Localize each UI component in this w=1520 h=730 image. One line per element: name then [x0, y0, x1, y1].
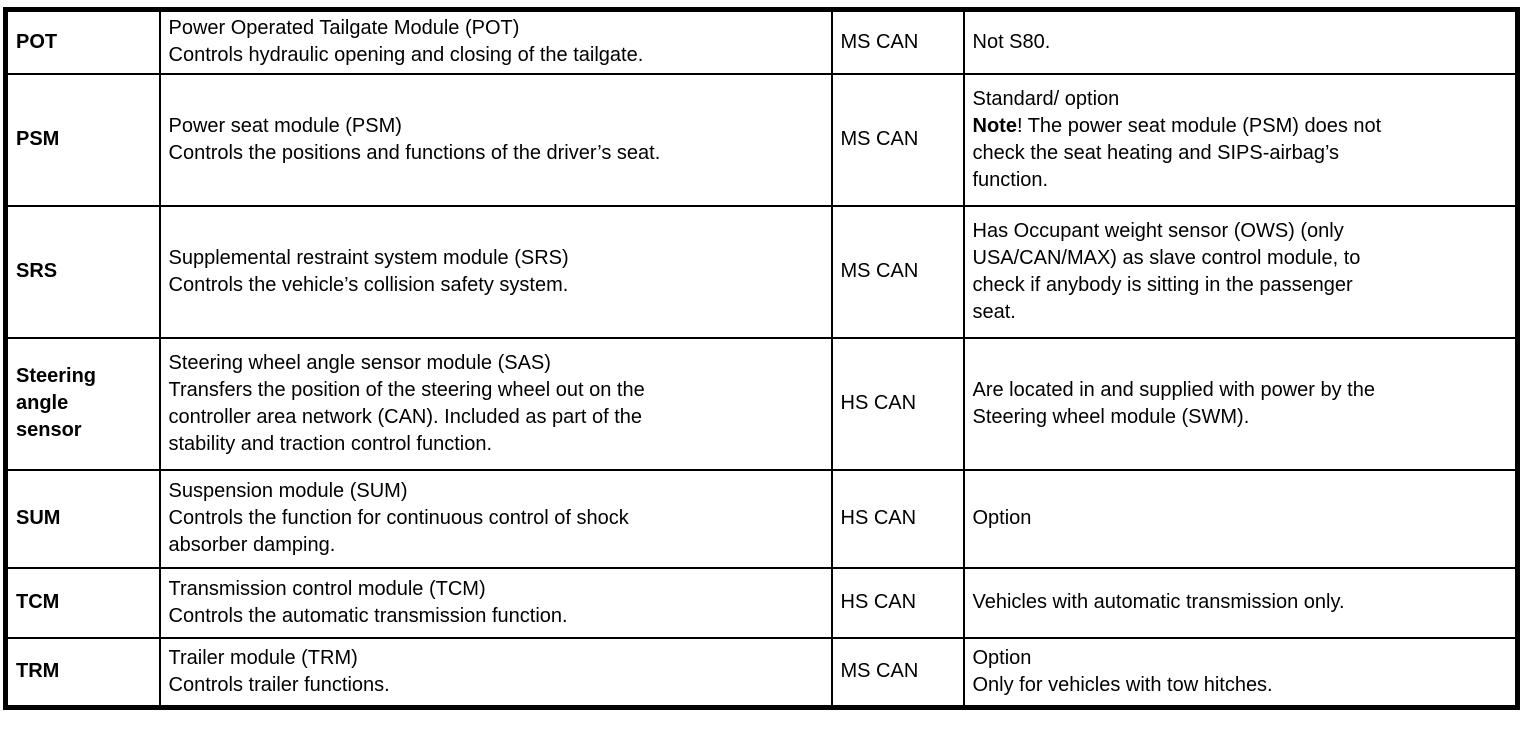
text-line: Are located in and supplied with power b… — [972, 378, 1375, 401]
module-description-cell: Transmission control module (TCM) Control… — [158, 566, 833, 639]
text-line: sensor — [16, 419, 82, 441]
table-row: TRM Trailer module (TRM) Controls trailer … — [4, 636, 1519, 709]
module-abbreviation-cell: SUM — [4, 468, 161, 569]
module-table-body: POT Power Operated Tailgate Module (POT) C… — [4, 8, 1519, 709]
notes-cell: Vehicles with automatic transmission onl… — [962, 566, 1519, 639]
notes-cell: Not S80. — [962, 8, 1519, 75]
network-type-cell: MS CAN — [830, 204, 965, 339]
table-row: TCM Transmission control module (TCM) Cont… — [4, 566, 1519, 639]
text-line: absorber damping. — [168, 534, 336, 556]
text-line: TRM — [16, 660, 60, 683]
text-line: Standard/ option — [972, 87, 1120, 110]
text-line: Controls the function for continuous con… — [168, 507, 629, 529]
text-line: Suspension module (SUM) — [168, 480, 408, 502]
text-line: Vehicles with automatic transmission onl… — [972, 591, 1345, 613]
text-line: Has Occupant weight sensor (OWS) (only — [972, 219, 1344, 242]
text-segment: ! The power seat module (PSM) does not — [1016, 114, 1382, 137]
text-line: Steering wheel angle sensor module (SAS) — [168, 351, 551, 374]
text-line: Transfers the position of the steering w… — [168, 378, 645, 401]
module-abbreviation-cell: PSM — [4, 72, 161, 207]
table-row: SUM Suspension module (SUM) Controls the f… — [4, 468, 1519, 569]
text-line: Note! The power seat module (PSM) does n… — [973, 113, 1508, 140]
module-description-cell: Power Operated Tailgate Module (POT) Cont… — [158, 8, 833, 75]
text-line: seat. — [972, 300, 1016, 323]
text-line: Power Operated Tailgate Module (POT) — [168, 17, 520, 40]
text-line: SUM — [16, 507, 61, 529]
text-line: angle — [16, 392, 69, 414]
network-type-cell: MS CAN — [830, 72, 965, 207]
text-line: check if anybody is sitting in the passe… — [972, 273, 1353, 296]
document-page: POT Power Operated Tailgate Module (POT) C… — [3, 7, 1520, 710]
notes-cell: Are located in and supplied with power b… — [962, 336, 1519, 471]
module-abbreviation-cell: TRM — [4, 636, 161, 709]
text-line: Controls the vehicle’s collision safety … — [168, 273, 569, 296]
text-line: Only for vehicles with tow hitches. — [972, 673, 1273, 696]
network-type-cell: HS CAN — [830, 468, 965, 569]
module-description-cell: Power seat module (PSM) Controls the posi… — [158, 72, 833, 207]
text-line: Trailer module (TRM) — [168, 646, 358, 669]
module-abbreviation-cell: SRS — [4, 204, 161, 339]
text-line: Steering wheel module (SWM). — [972, 405, 1250, 428]
text-line: controller area network (CAN). Included … — [168, 405, 643, 428]
text-line: Controls hydraulic opening and closing o… — [168, 44, 644, 67]
text-line: Steering — [16, 365, 97, 387]
text-line: Transmission control module (TCM) — [168, 577, 486, 600]
module-description-cell: Suspension module (SUM) Controls the func… — [158, 468, 833, 569]
text-line: Controls trailer functions. — [168, 673, 390, 696]
table-row: POT Power Operated Tailgate Module (POT) C… — [4, 8, 1519, 75]
text-line: POT — [16, 30, 58, 53]
text-line: Power seat module (PSM) — [168, 114, 402, 137]
text-line: TCM — [16, 591, 60, 613]
text-line: Controls the positions and functions of … — [168, 141, 661, 164]
module-description-cell: Supplemental restraint system module (SR… — [158, 204, 833, 339]
text-line: function. — [972, 168, 1049, 191]
module-description-cell: Trailer module (TRM) Controls trailer fun… — [158, 636, 833, 709]
network-type-cell: MS CAN — [830, 8, 965, 75]
module-table: POT Power Operated Tailgate Module (POT) C… — [3, 7, 1520, 710]
table-row: SRS Supplemental restraint system module … — [4, 204, 1519, 339]
text-line: Not S80. — [972, 30, 1051, 53]
network-type-cell: HS CAN — [830, 336, 965, 471]
notes-cell: Option — [962, 468, 1519, 569]
module-abbreviation-cell: POT — [4, 8, 161, 75]
text-line: PSM — [16, 128, 60, 150]
text-line: USA/CAN/MAX) as slave control module, to — [972, 246, 1361, 269]
text-line: Option — [972, 646, 1032, 669]
text-segment: Note — [972, 114, 1017, 137]
network-type-cell: MS CAN — [830, 636, 965, 709]
module-abbreviation-cell: Steering angle sensor — [4, 336, 161, 471]
text-line: stability and traction control function. — [168, 432, 493, 455]
text-line: check the seat heating and SIPS-airbag’s — [972, 141, 1340, 164]
text-line: Option — [972, 507, 1032, 529]
table-row: Steering angle sensor Steering wheel angle … — [4, 336, 1519, 471]
text-line: Supplemental restraint system module (SR… — [168, 246, 569, 269]
table-row: PSM Power seat module (PSM) Controls the p… — [4, 72, 1519, 207]
module-abbreviation-cell: TCM — [4, 566, 161, 639]
network-type-cell: HS CAN — [830, 566, 965, 639]
text-line: SRS — [16, 260, 58, 282]
module-description-cell: Steering wheel angle sensor module (SAS)… — [158, 336, 833, 471]
text-line: Controls the automatic transmission func… — [168, 604, 568, 627]
